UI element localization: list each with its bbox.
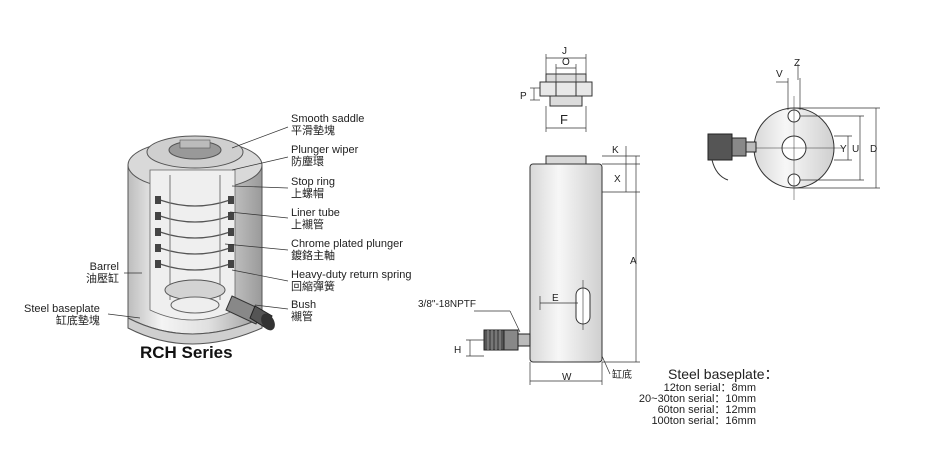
dim-F: F: [560, 112, 568, 127]
callout-label-zh: 上螺帽: [291, 188, 324, 200]
dim-J: J: [562, 46, 567, 57]
saddle-detail: [539, 73, 593, 107]
base-label: 缸底: [612, 368, 632, 381]
dim-X: X: [614, 174, 621, 185]
port-fitting: [483, 329, 531, 351]
callout-leader-lines: [107, 126, 289, 319]
callout-label-en: Bush: [291, 299, 317, 311]
callout-label-en: Plunger wiper: [291, 144, 359, 156]
callout-label-zh: 油壓缸: [86, 273, 119, 285]
top-view: V Z Y U D: [707, 58, 880, 200]
callout-label-en: Heavy-duty return spring: [291, 269, 412, 281]
callout-label-en: Chrome plated plunger: [291, 238, 403, 250]
callout-label-zh: 缸底墊塊: [55, 315, 100, 327]
callout-label-zh: 上襯管: [291, 219, 324, 231]
callout-stop-ring: Stop ring 上螺帽: [291, 176, 335, 200]
dim-Z: Z: [794, 58, 800, 69]
dim-D: D: [870, 144, 877, 155]
series-title: RCH Series: [140, 343, 233, 362]
dim-A: A: [630, 256, 637, 267]
coupler-fitting-illustration: [225, 295, 275, 331]
dim-K: K: [612, 145, 619, 156]
baseplate-spec-row: 60ton serial：12mm: [657, 404, 756, 416]
dim-E: E: [552, 293, 559, 304]
baseplate-spec-row: 20~30ton serial：10mm: [638, 393, 756, 405]
port-thread-label: 3/8"-18NPTF: [418, 299, 476, 310]
callout-barrel: Barrel 油壓缸: [86, 261, 119, 285]
dim-U: U: [852, 144, 859, 155]
dim-P: P: [520, 91, 527, 102]
dim-Y: Y: [840, 144, 847, 155]
callout-label-en: Steel baseplate: [24, 303, 100, 315]
callout-return-spring: Heavy-duty return spring 回縮彈簧: [291, 269, 411, 293]
dim-O: O: [562, 57, 570, 68]
callout-bush: Bush 襯管: [291, 299, 316, 323]
callout-label-en: Liner tube: [291, 207, 340, 219]
callout-label-zh: 防塵環: [291, 156, 324, 168]
callout-label-zh: 襯管: [291, 311, 313, 323]
callout-label-zh: 鍍鉻主軸: [291, 250, 335, 262]
baseplate-spec-row: 12ton serial：8mm: [663, 382, 756, 394]
dim-V: V: [776, 69, 783, 80]
callout-smooth-saddle: Smooth saddle 平滑墊塊: [291, 113, 364, 137]
callout-plunger-wiper: Plunger wiper 防塵環: [291, 144, 358, 168]
callout-label-en: Stop ring: [291, 176, 336, 188]
baseplate-spec-title: Steel baseplate：: [668, 366, 779, 382]
callout-label-zh: 平滑墊塊: [291, 125, 335, 137]
callout-label-en: Barrel: [89, 261, 119, 273]
elevation-view: J O P F: [418, 46, 640, 385]
callout-label-en: Smooth saddle: [291, 113, 365, 125]
dim-W: W: [562, 372, 572, 383]
callout-label-zh: 回縮彈簧: [291, 281, 335, 293]
cutaway-cylinder-illustration: [127, 135, 275, 345]
callout-chrome-plated-plunger: Chrome plated plunger 鍍鉻主軸: [291, 238, 403, 262]
baseplate-spec-row: 100ton serial：16mm: [651, 415, 756, 427]
callout-steel-baseplate: Steel baseplate 缸底墊塊: [24, 303, 100, 327]
callout-liner-tube: Liner tube 上襯管: [291, 207, 340, 231]
dim-H: H: [454, 345, 461, 356]
